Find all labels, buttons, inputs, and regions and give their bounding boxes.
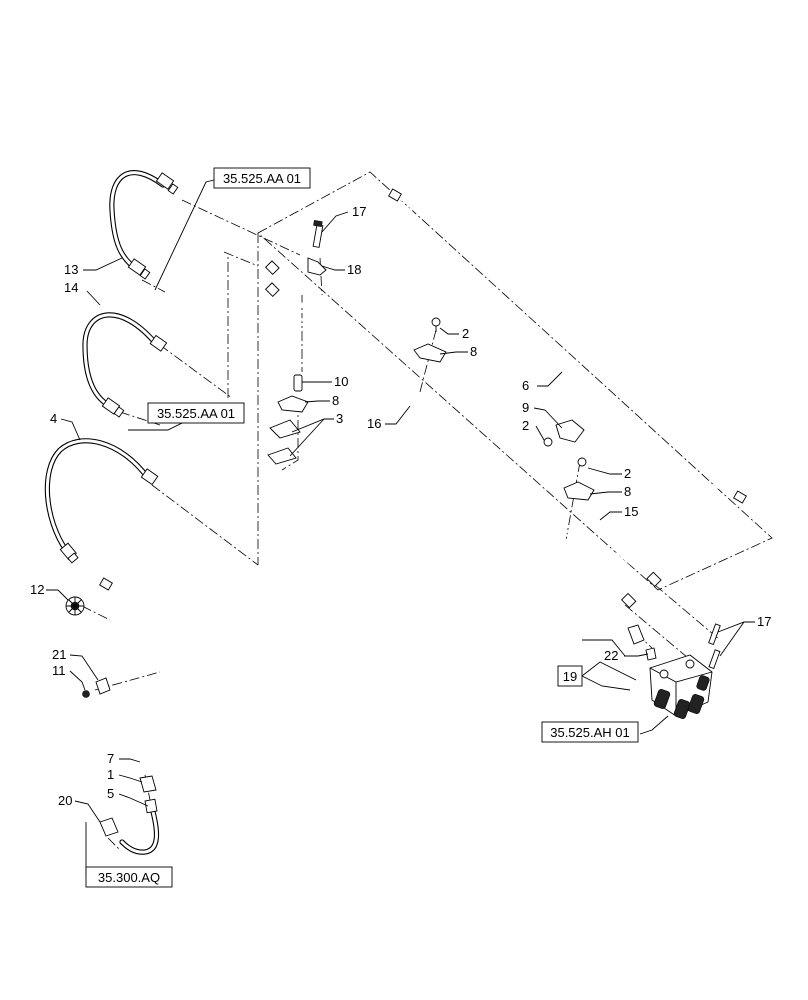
callout-2-lower: 2 [624, 466, 631, 481]
tube-6[interactable] [388, 188, 747, 504]
tube-7[interactable] [99, 577, 162, 772]
ref-box-label: 35.525.AH 01 [550, 725, 630, 740]
hose-13[interactable] [109, 170, 179, 280]
callout-8-lower: 8 [624, 484, 631, 499]
ref-box-label: 19 [563, 669, 577, 684]
bolt-17-top[interactable] [312, 219, 324, 248]
callout-16: 16 [367, 416, 381, 431]
callout-5: 5 [107, 786, 114, 801]
leader-lines [46, 179, 755, 876]
callout-2-upper: 2 [462, 326, 469, 341]
ref-box-label: 35.300.AQ [98, 870, 160, 885]
hose-5[interactable] [119, 798, 159, 855]
clamp-8-lower[interactable] [563, 481, 595, 501]
clamp-9[interactable] [555, 419, 585, 443]
callout-21: 21 [52, 647, 66, 662]
callout-20: 20 [58, 793, 72, 808]
fitting-22[interactable] [627, 624, 657, 661]
callout-15: 15 [624, 504, 638, 519]
callout-8-left: 8 [332, 393, 339, 408]
callout-18: 18 [347, 262, 361, 277]
valve-assembly[interactable] [649, 654, 713, 720]
spacer-10[interactable] [293, 374, 303, 392]
clamp-8-upper[interactable] [413, 343, 447, 363]
hose-4[interactable] [44, 438, 159, 564]
tube-15[interactable] [264, 282, 662, 588]
callout-1: 1 [107, 767, 114, 782]
callout-22: 22 [604, 648, 618, 663]
phantom-lines [81, 171, 773, 851]
bolts-17-lower[interactable] [708, 623, 721, 670]
bolt-2-lower[interactable] [577, 457, 587, 467]
callout-4: 4 [50, 411, 57, 426]
ref-box-35-300-aq[interactable]: 35.300.AQ [85, 866, 173, 888]
callout-7: 7 [107, 751, 114, 766]
callout-3: 3 [336, 411, 343, 426]
part-12-gear[interactable] [65, 596, 85, 616]
callout-2-mid: 2 [522, 418, 529, 433]
bolt-2-mid[interactable] [543, 437, 553, 447]
ref-box-label: 35.525.AA 01 [223, 171, 301, 186]
ref-box-label: 35.525.AA 01 [157, 406, 235, 421]
ref-box-35-525-ah-01[interactable]: 35.525.AH 01 [541, 721, 639, 743]
callout-17-lower: 17 [757, 614, 771, 629]
hose-14[interactable] [82, 312, 168, 418]
callout-11: 11 [52, 663, 66, 678]
ref-box-35-525-aa-01-mid[interactable]: 35.525.AA 01 [147, 402, 245, 424]
tube-16[interactable] [264, 260, 637, 609]
callout-17-top: 17 [352, 204, 366, 219]
clamp-20[interactable] [99, 817, 119, 837]
clamp-21[interactable] [95, 677, 111, 695]
callout-10: 10 [334, 374, 348, 389]
ref-box-35-525-aa-01-top[interactable]: 35.525.AA 01 [213, 167, 311, 189]
bolt-11[interactable] [82, 690, 90, 698]
ref-box-19[interactable]: 19 [557, 665, 583, 687]
callout-6: 6 [522, 378, 529, 393]
plate-3[interactable] [267, 419, 301, 465]
callout-13: 13 [64, 262, 78, 277]
callout-numbers: 17 18 13 14 2 8 10 8 3 16 6 9 2 4 2 8 15… [30, 204, 771, 808]
callout-8-upper: 8 [470, 344, 477, 359]
fitting-1[interactable] [139, 775, 157, 793]
callout-12: 12 [30, 582, 44, 597]
callout-9: 9 [522, 400, 529, 415]
bolt-2-upper[interactable] [431, 317, 441, 332]
callout-14: 14 [64, 280, 78, 295]
clamp-8-left[interactable] [277, 395, 309, 413]
clamp-18[interactable] [307, 257, 327, 276]
